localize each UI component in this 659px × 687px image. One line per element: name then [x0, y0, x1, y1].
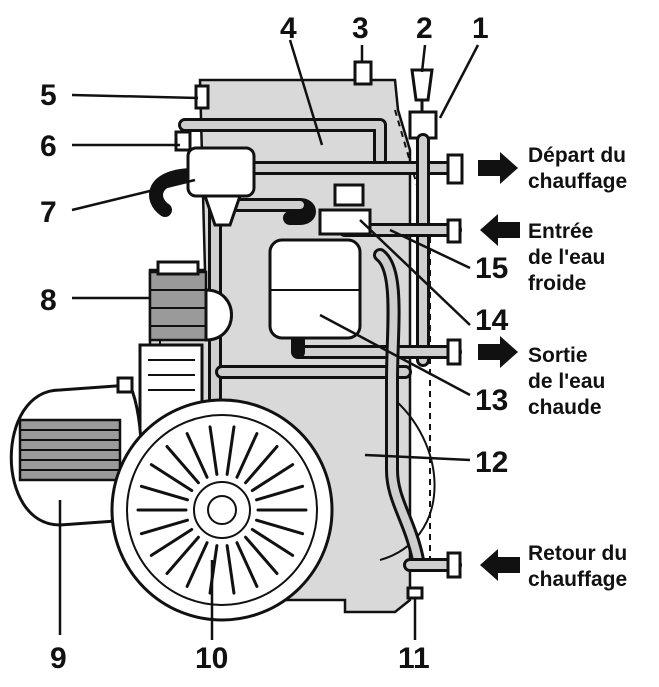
label-entree-line2: de l'eau [528, 246, 605, 269]
mixing-valve [174, 130, 256, 227]
callout-14: 14 [475, 304, 509, 337]
fan-spoke [149, 527, 194, 557]
burner [9, 376, 143, 527]
label-sortie-line3: chaude [528, 396, 602, 419]
fan-spoke [225, 544, 236, 595]
callout-10: 10 [195, 642, 228, 675]
callout-6: 6 [40, 130, 57, 163]
fan-spoke [244, 535, 279, 575]
fan-spoke [165, 445, 200, 485]
fan-spoke [208, 425, 219, 476]
callout-3: 3 [352, 12, 369, 45]
tank-outline [379, 399, 436, 561]
fan-spoke [244, 445, 279, 485]
callout-5: 5 [40, 79, 57, 112]
fan-spoke [185, 432, 209, 479]
arrow-entree [480, 214, 520, 246]
fan [110, 398, 334, 622]
label-entree-line3: froide [528, 272, 586, 295]
arrow-retour [480, 549, 520, 581]
label-depart-line1: Départ du [528, 144, 626, 167]
arrow-depart [478, 152, 518, 184]
fan-spoke [255, 518, 305, 536]
fan-spoke [225, 425, 236, 476]
callout-13: 13 [475, 384, 508, 417]
callout-12: 12 [475, 446, 508, 479]
leader-lines [58, 39, 480, 640]
callout-8: 8 [40, 284, 57, 317]
fan-spoke [235, 432, 259, 479]
fan-spoke [250, 463, 295, 493]
flow-arrows [478, 152, 520, 581]
flow-labels: Départ du chauffage Entrée de l'eau froi… [528, 144, 627, 591]
pipes [149, 118, 462, 572]
label-sortie-line1: Sortie [528, 344, 588, 367]
pump [148, 260, 233, 342]
fan-spoke [255, 484, 305, 502]
fan-spoke [250, 527, 295, 557]
callout-1: 1 [472, 12, 489, 45]
label-retour-line1: Retour du [528, 542, 627, 565]
callout-15: 15 [475, 252, 508, 285]
label-entree-line1: Entrée [528, 220, 593, 243]
fan-spoke [235, 541, 259, 588]
arrow-sortie [478, 336, 518, 368]
label-depart-line2: chauffage [528, 170, 627, 193]
callout-11: 11 [398, 642, 430, 675]
callout-4: 4 [280, 12, 297, 45]
fan-spoke [185, 541, 209, 588]
fan-spoke [165, 535, 200, 575]
callout-2: 2 [416, 12, 433, 45]
label-retour-line2: chauffage [528, 568, 627, 591]
fan-spoke [149, 463, 194, 493]
callout-7: 7 [40, 196, 57, 229]
callout-9: 9 [50, 642, 67, 675]
pipe-ends [406, 153, 464, 600]
callout-numbers: 1 2 3 4 5 6 7 8 9 10 11 12 13 14 15 [40, 12, 509, 675]
fan-spoke [139, 484, 189, 502]
fan-spoke [139, 518, 189, 536]
label-sortie-line2: de l'eau [528, 370, 605, 393]
